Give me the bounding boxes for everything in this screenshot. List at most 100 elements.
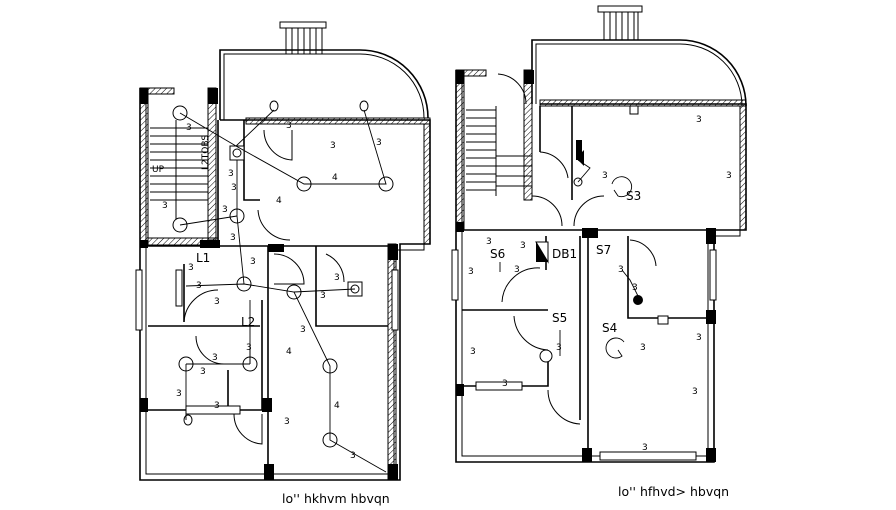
label-l2: L2 <box>241 315 255 329</box>
label-db1: DB1 <box>552 247 577 261</box>
window <box>475 381 523 391</box>
column <box>706 228 716 244</box>
wire-count: 4 <box>334 401 340 411</box>
wire-count: 3 <box>214 297 220 307</box>
column <box>576 140 582 160</box>
door-swing <box>233 413 263 445</box>
door-swing <box>263 129 293 161</box>
wire-count: 4 <box>286 347 292 357</box>
left-balcony-stairs <box>279 21 327 55</box>
label-s5: S5 <box>552 311 567 325</box>
bracket-light <box>183 414 193 426</box>
left-wiring <box>179 109 387 473</box>
door-swing <box>539 151 569 179</box>
column <box>200 240 220 248</box>
wire-count: 3 <box>300 325 306 335</box>
left-floor-plan: L1 L2 UP L2TOBS 3 3 3 3 3 3 3 3 4 4 3 3 … <box>135 21 431 506</box>
column <box>456 384 464 396</box>
wire-count: 3 <box>520 241 526 251</box>
wire-count: 3 <box>642 443 648 453</box>
label-s3: S3 <box>626 189 641 203</box>
bracket-light <box>657 315 669 325</box>
left-balcony <box>219 49 429 120</box>
door-swing <box>573 195 605 227</box>
column <box>140 398 148 412</box>
wire-count: 4 <box>332 173 338 183</box>
socket-point <box>633 295 643 305</box>
wire-count: 3 <box>602 171 608 181</box>
wire-count: 3 <box>502 379 508 389</box>
wire-count: 3 <box>376 138 382 148</box>
wire-count: 3 <box>212 353 218 363</box>
wire-count: 3 <box>640 343 646 353</box>
wire-count: 3 <box>222 205 228 215</box>
right-wiring <box>499 159 639 359</box>
wire-count: 3 <box>246 343 252 353</box>
bracket-light <box>359 100 369 112</box>
bracket-light <box>269 100 279 112</box>
bracket-light <box>629 105 639 115</box>
wire-count: 3 <box>334 273 340 283</box>
column <box>140 88 148 104</box>
window <box>709 249 717 301</box>
wire-count: 3 <box>470 347 476 357</box>
wire-count: 3 <box>486 237 492 247</box>
right-balcony <box>531 39 747 107</box>
wire-count: 3 <box>286 121 292 131</box>
wire-count: 3 <box>284 417 290 427</box>
wire-count: 3 <box>556 343 562 353</box>
left-staircase <box>150 120 208 230</box>
wire-count: 4 <box>276 196 282 206</box>
right-outer-wall <box>455 70 747 463</box>
column <box>706 310 716 324</box>
door-swing <box>513 315 549 351</box>
door-swing <box>257 209 291 241</box>
label-up: UP <box>152 165 165 175</box>
wire-count: 3 <box>468 267 474 277</box>
column <box>140 240 148 248</box>
door-swing <box>183 289 219 323</box>
door-swing <box>497 73 527 105</box>
column <box>456 222 464 232</box>
column <box>268 244 284 252</box>
label-s4: S4 <box>602 321 617 335</box>
label-l1: L1 <box>196 251 210 265</box>
light-point <box>539 349 553 363</box>
right-plan-title: lo'' hfhvd> hbvqn <box>618 484 729 499</box>
wire-count: 3 <box>726 171 732 181</box>
door-swing <box>629 239 657 267</box>
wire-count: 3 <box>618 265 624 275</box>
door-swing <box>273 253 305 285</box>
wire-count: 3 <box>692 387 698 397</box>
wire-count: 3 <box>330 141 336 151</box>
label-s6: S6 <box>490 247 505 261</box>
wire-count: 3 <box>632 283 638 293</box>
wire-count: 3 <box>696 115 702 125</box>
right-staircase <box>466 106 532 196</box>
wire-count: 3 <box>200 367 206 377</box>
label-l2tobs: L2TOBS <box>201 135 211 170</box>
column <box>208 88 218 104</box>
right-floor-plan: S3 S4 S5 S6 S7 DB1 3 3 3 3 3 3 3 3 3 3 3… <box>451 5 747 499</box>
column <box>706 448 716 462</box>
window <box>451 249 459 301</box>
wire-count: 3 <box>176 389 182 399</box>
wire-count: 3 <box>231 183 237 193</box>
column <box>264 464 274 480</box>
column <box>582 448 592 462</box>
column <box>262 398 272 412</box>
window <box>135 269 143 331</box>
door-swing <box>547 389 581 425</box>
wire-count: 3 <box>186 123 192 133</box>
door-swing <box>325 253 345 283</box>
wire-count: 3 <box>196 281 202 291</box>
column <box>388 464 398 480</box>
wire-count: 3 <box>250 257 256 267</box>
window <box>185 405 241 415</box>
wire-count: 3 <box>230 233 236 243</box>
column <box>456 70 464 84</box>
wire-count: 3 <box>214 401 220 411</box>
label-s7: S7 <box>596 243 611 257</box>
